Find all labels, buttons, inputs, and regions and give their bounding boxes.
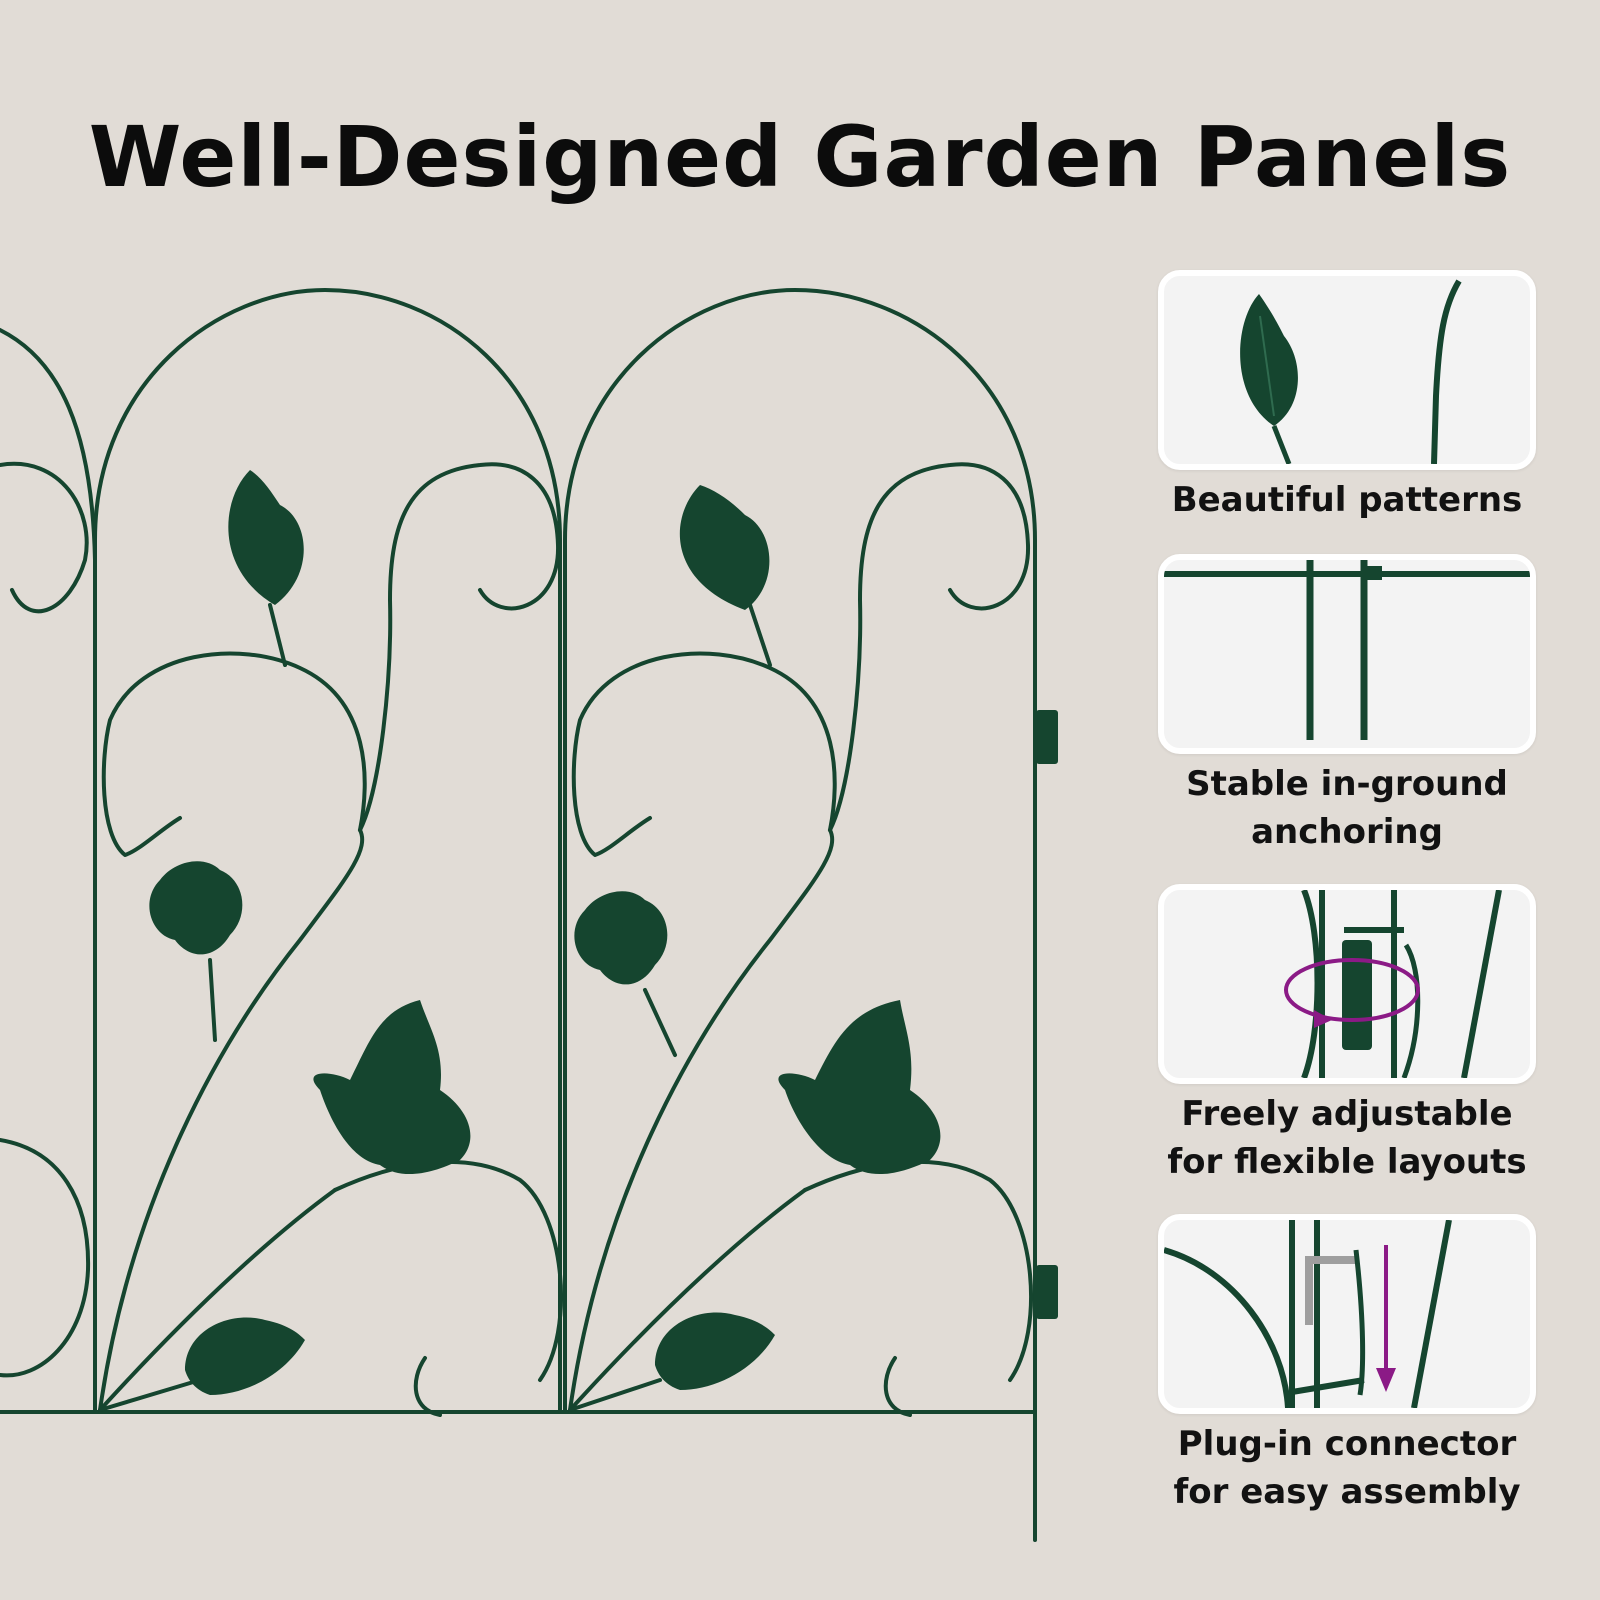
feature-card-patterns bbox=[1158, 270, 1536, 470]
feature-card-adjustable bbox=[1158, 884, 1536, 1084]
feature-caption-adjustable: Freely adjustable for flexible layouts bbox=[1167, 1094, 1527, 1182]
feature-card-connector bbox=[1158, 1214, 1536, 1414]
ground-stake-icon bbox=[1164, 560, 1530, 740]
feature-card-anchoring bbox=[1158, 554, 1536, 754]
feature-caption-anchoring: Stable in-ground anchoring bbox=[1186, 764, 1508, 852]
plug-connector-icon bbox=[1164, 1220, 1452, 1408]
rotate-hinge-icon bbox=[1284, 890, 1502, 1078]
garden-fence-illustration bbox=[0, 288, 1058, 1542]
feature-caption-patterns: Beautiful patterns bbox=[1171, 480, 1523, 520]
page-title: Well-Designed Garden Panels bbox=[88, 108, 1512, 206]
leaf-detail-icon bbox=[1240, 279, 1462, 464]
feature-caption-connector: Plug-in connector for easy assembly bbox=[1173, 1424, 1521, 1512]
